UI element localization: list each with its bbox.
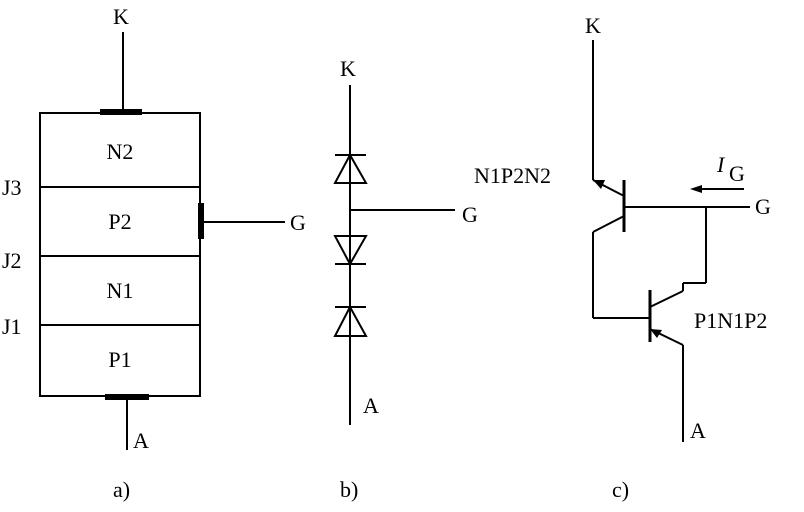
- a-junction-j1: J1: [2, 314, 22, 339]
- c-terminal-k: K: [585, 13, 601, 38]
- a-anode-contact: [105, 394, 149, 400]
- b-diode-bottom-triangle: [333, 304, 368, 337]
- a-terminal-a: A: [133, 428, 149, 453]
- a-terminal-g: G: [290, 210, 306, 235]
- a-junction-j2: J2: [2, 248, 22, 273]
- a-layer-p2: P2: [108, 209, 131, 234]
- c-caption: c): [612, 477, 629, 502]
- c-upper-emitter-arrow: [593, 180, 605, 189]
- c-terminal-a: A: [690, 418, 706, 443]
- c-lower-emitter-arrow: [650, 329, 662, 338]
- panel-a-layer-structure: K G A N2 P2 N1 P1 J3 J2 J1 a): [2, 4, 306, 502]
- b-terminal-a: A: [363, 393, 379, 418]
- a-junction-j3: J3: [2, 175, 22, 200]
- a-layer-n1: N1: [107, 278, 134, 303]
- c-terminal-g: G: [755, 194, 771, 219]
- c-gate-current-symbol: I: [716, 152, 726, 177]
- b-caption: b): [340, 477, 358, 502]
- c-gate-current-arrowhead: [690, 185, 702, 193]
- c-lower-collector: [649, 290, 684, 308]
- b-diode-bottom: [333, 304, 368, 337]
- c-gate-current-subscript: G: [729, 161, 745, 186]
- b-diode-middle: [333, 235, 368, 267]
- b-terminal-k: K: [340, 56, 356, 81]
- panel-c-transistor-model: K G A N1P2N2 P1N1P2 I G c): [474, 13, 771, 502]
- c-upper-transistor-label: N1P2N2: [474, 163, 551, 188]
- a-terminal-k: K: [113, 4, 129, 29]
- b-diode-middle-triangle: [333, 235, 368, 267]
- c-upper-collector: [592, 215, 625, 233]
- a-cathode-contact: [100, 109, 142, 115]
- b-diode-top: [333, 152, 368, 184]
- a-caption: a): [113, 477, 130, 502]
- a-layer-p1: P1: [108, 347, 131, 372]
- a-gate-contact: [198, 203, 204, 239]
- c-lower-transistor-label: P1N1P2: [694, 308, 767, 333]
- panel-b-diode-equivalent: K G A b): [333, 56, 478, 502]
- b-diode-top-triangle: [333, 152, 368, 184]
- a-layer-n2: N2: [107, 139, 134, 164]
- b-terminal-g: G: [462, 202, 478, 227]
